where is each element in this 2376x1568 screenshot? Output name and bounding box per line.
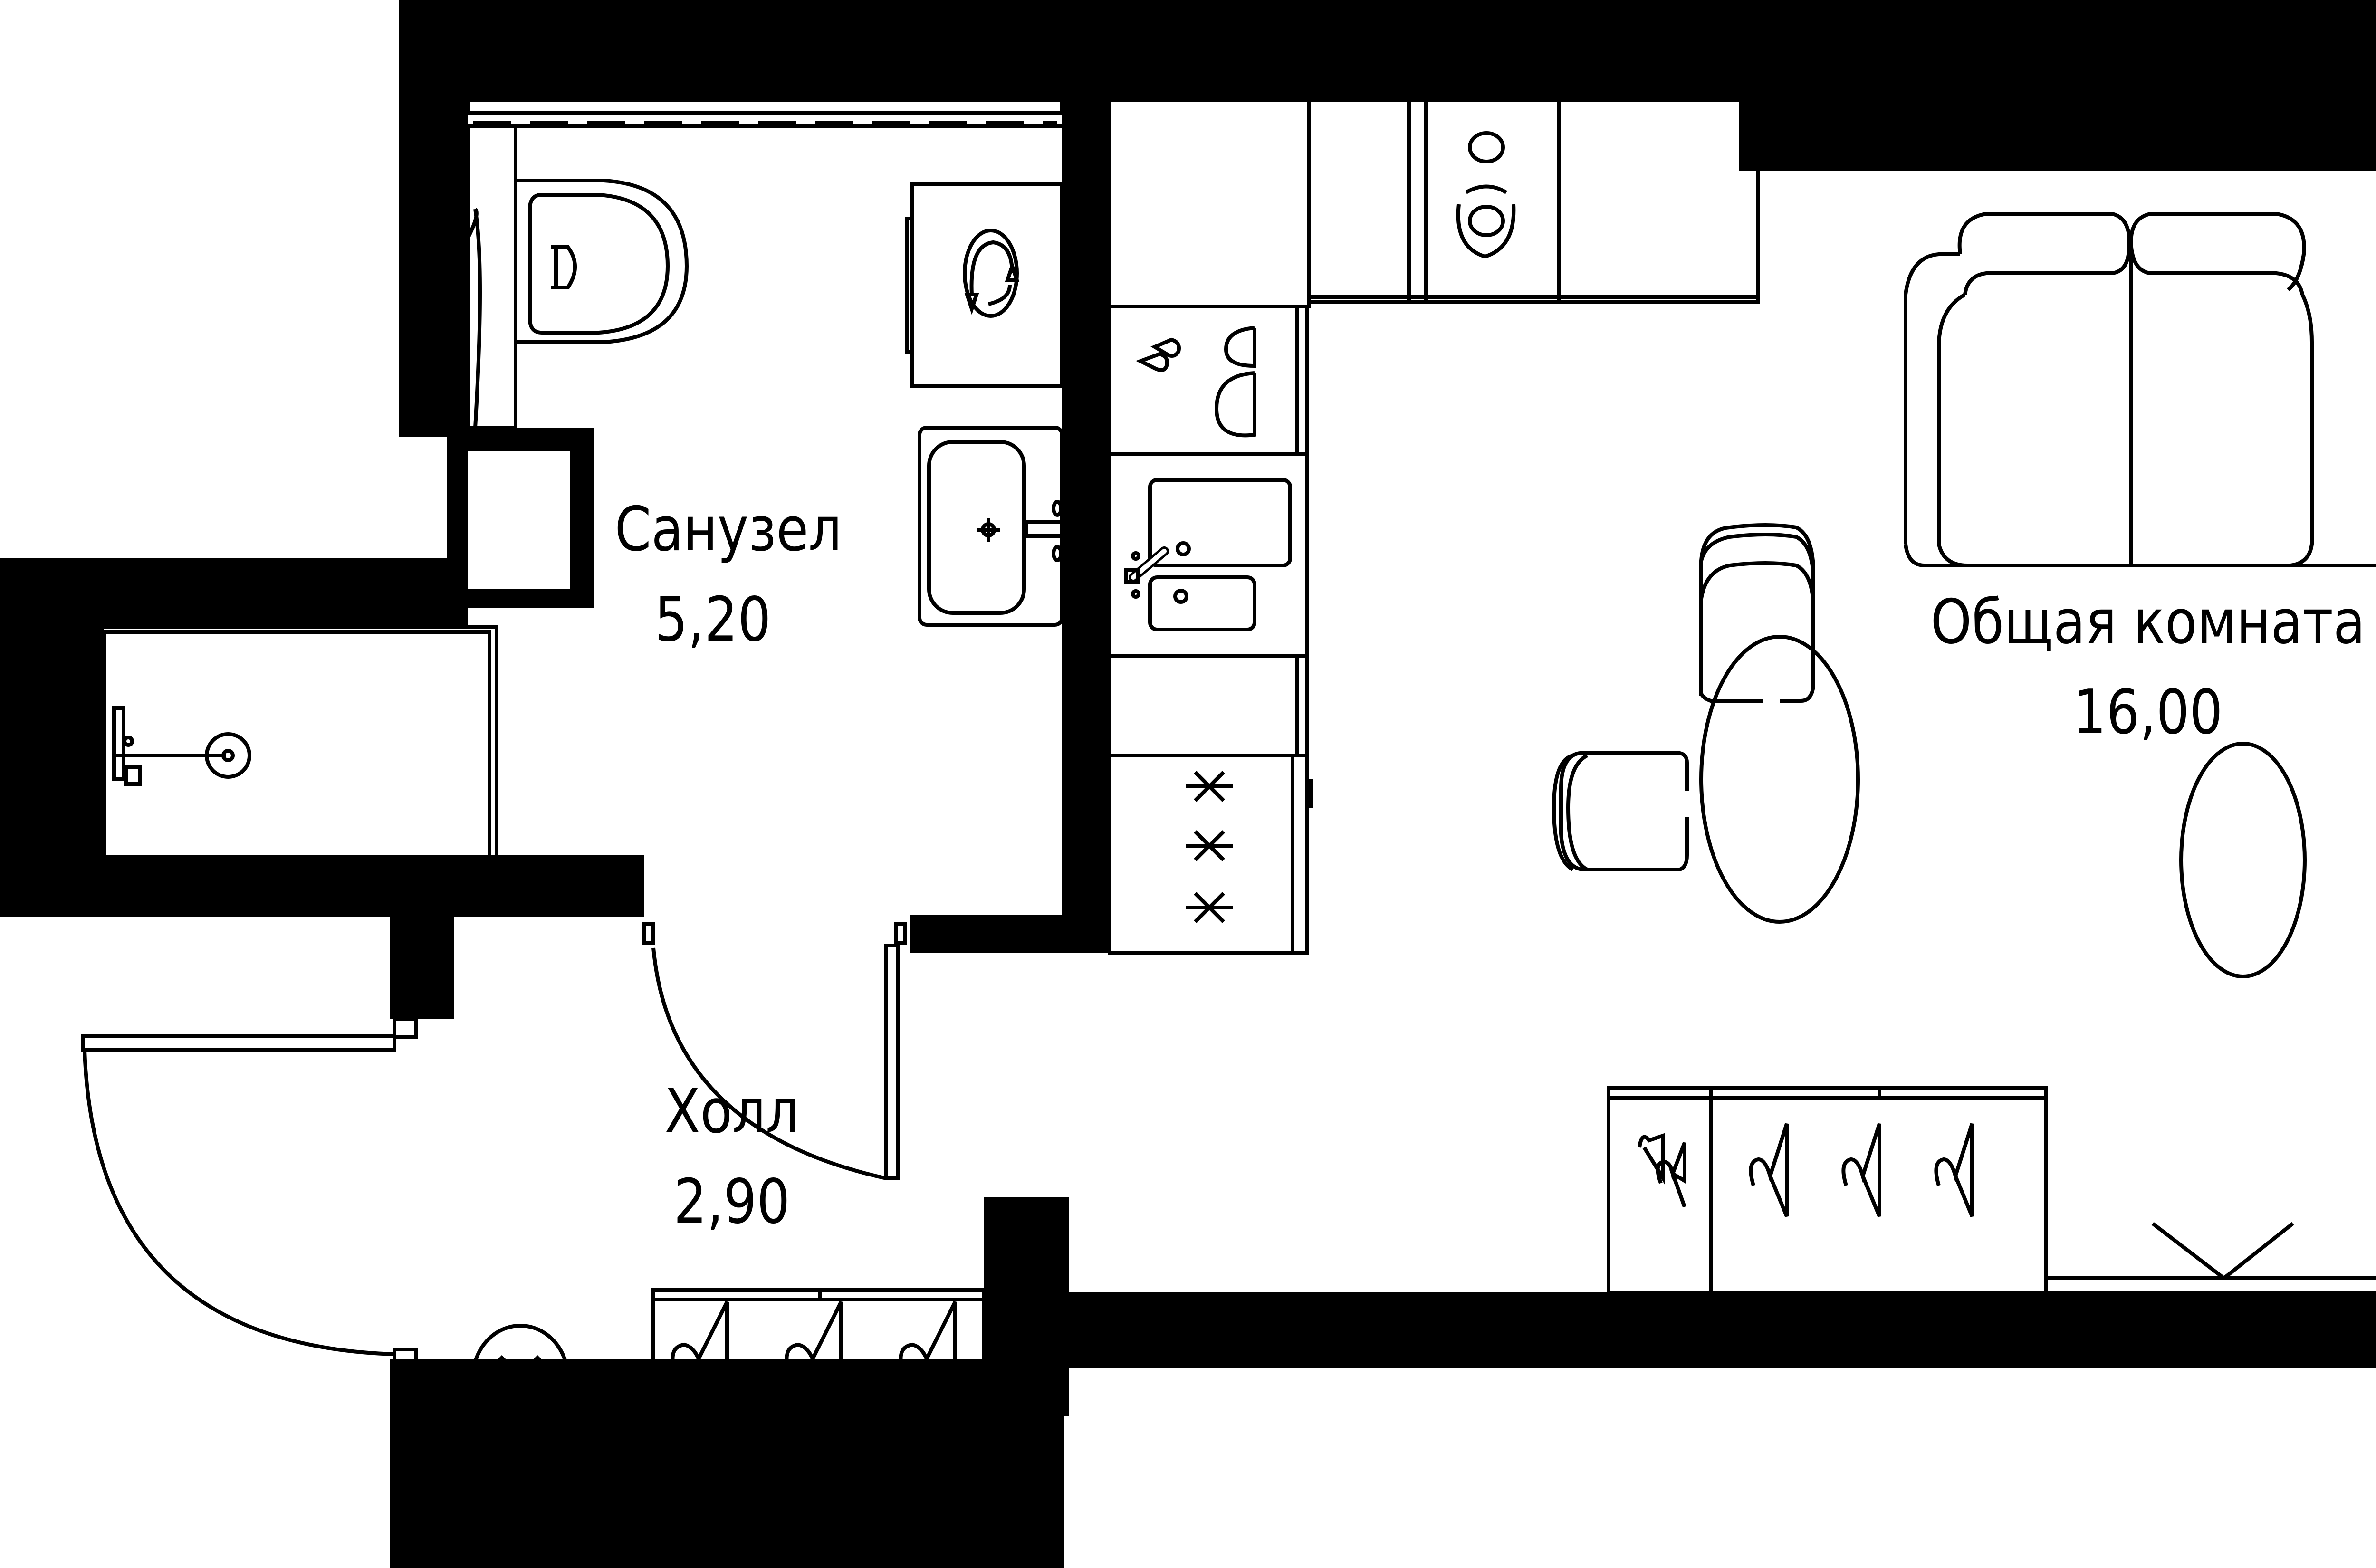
dishwasher-icon: [1108, 305, 1309, 456]
ottoman-icon: [471, 1324, 570, 1432]
room-name: Общая комната: [1930, 587, 2366, 658]
bathroom-door-icon[interactable]: [642, 922, 907, 1180]
shower-icon: [100, 625, 498, 890]
sofa-icon: [1904, 212, 2376, 567]
room-area: 2,90: [673, 1166, 790, 1237]
washing-machine-icon: [905, 182, 1064, 388]
tv-stand-icon: [2044, 1222, 2376, 1294]
toilet-icon: [466, 124, 689, 430]
coffee-table-icon: [2179, 742, 2307, 978]
chair-icon: [1552, 751, 1689, 871]
dining-table-icon: [1699, 635, 1860, 924]
room-label-hall: Холл 2,90: [650, 1067, 814, 1247]
room-area: 5,20: [654, 584, 771, 655]
kitchen-sink-icon: [1108, 452, 1309, 658]
bathroom-shelf: [466, 98, 1064, 128]
fridge-icon: [1407, 98, 1561, 304]
chair-icon: [1699, 523, 1815, 703]
bathroom-sink-icon: [918, 426, 1066, 627]
kitchen-lower-cabinet: [1108, 654, 1309, 757]
room-area: 16,00: [2073, 677, 2223, 748]
hall-wardrobe-icon: [651, 1288, 986, 1496]
kitchen-cabinet-icon: [1108, 98, 1760, 308]
room-name: Санузел: [614, 494, 842, 565]
room-label-living-room: Общая комната 16,00: [1887, 577, 2376, 758]
stove-icon: [1108, 754, 1313, 955]
entrance-door-icon[interactable]: [81, 1017, 418, 1363]
room-name: Холл: [664, 1076, 799, 1147]
room-label-bathroom: Санузел 5,20: [614, 485, 842, 665]
wardrobe-icon: [1607, 1086, 2048, 1294]
